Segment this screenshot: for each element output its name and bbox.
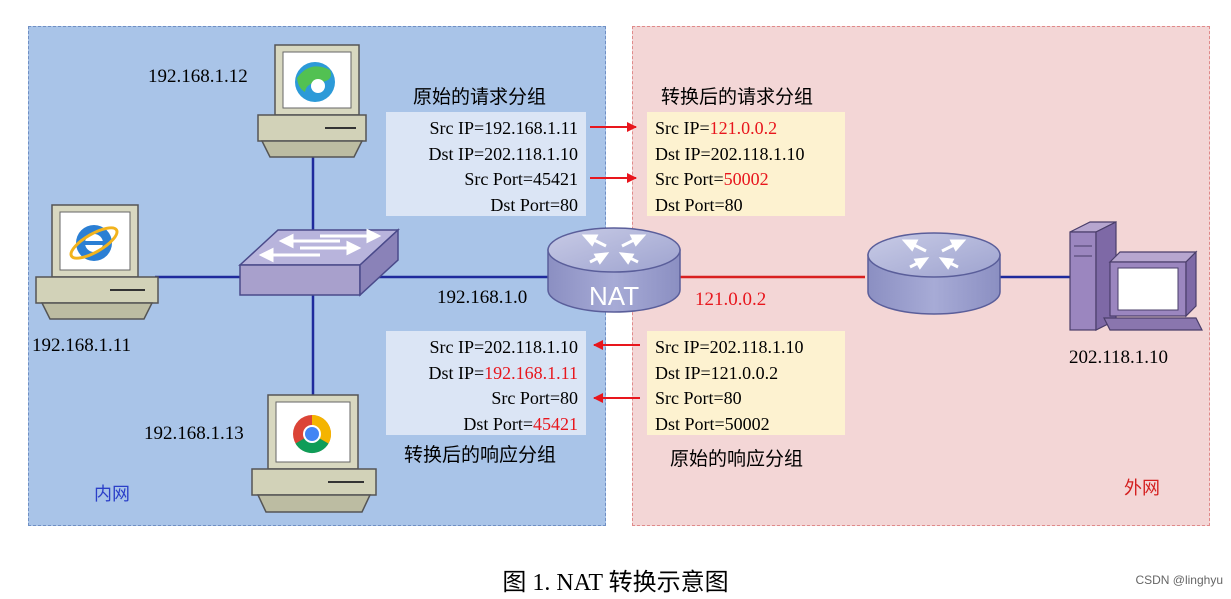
packet-field-value: 80 [560, 388, 578, 408]
edge-browser-icon [295, 62, 335, 102]
packet-field-key: Dst IP= [428, 143, 485, 164]
packet-field: Dst IP=121.0.0.2 [655, 361, 837, 387]
packet-field: Src Port=45421 [394, 167, 578, 193]
translation-arrows [590, 122, 640, 403]
packet-field-key: Src IP= [429, 118, 485, 138]
packet-field-value: 45421 [533, 169, 578, 189]
external-zone-label: 外网 [1124, 478, 1160, 498]
packet-field: Src Port=50002 [655, 167, 837, 193]
pc-bottom [251, 394, 377, 513]
request-translated-title: 转换后的请求分组 [661, 87, 814, 108]
packet-field-value: 192.168.1.11 [484, 362, 578, 383]
router-icon-external [867, 232, 1001, 315]
pc-top [257, 44, 367, 158]
packet-field-key: Dst Port= [655, 194, 725, 215]
packet-field-value: 80 [724, 194, 743, 215]
packet-field: Src IP=192.168.1.11 [394, 116, 579, 142]
packet-field: Dst IP=192.168.1.11 [394, 361, 578, 387]
router-icon [547, 227, 681, 313]
pc-left [35, 204, 159, 320]
figure-caption: 图 1. NAT 转换示意图 [502, 570, 729, 596]
packet-field: Dst Port=45421 [394, 412, 578, 438]
response-original-title: 原始的响应分组 [670, 449, 804, 470]
packet-field-key: Src IP= [429, 337, 485, 357]
packet-field-key: Src Port= [655, 388, 724, 408]
packet-field-key: Src Port= [655, 169, 724, 189]
packet-field: Src Port=80 [394, 386, 578, 412]
packet-field: Src IP=121.0.0.2 [655, 116, 837, 142]
packet-field: Dst IP=202.118.1.10 [655, 142, 837, 168]
packet-field-key: Dst Port= [463, 413, 533, 434]
packet-field-value: 80 [560, 194, 578, 215]
server-icon [1069, 221, 1203, 331]
packet-field-key: Dst IP= [655, 143, 711, 164]
pc-bottom-ip: 192.168.1.13 [144, 423, 244, 444]
packet-field: Dst IP=202.118.1.10 [394, 142, 578, 168]
packet-field: Dst Port=50002 [655, 412, 837, 438]
packet-field: Dst Port=80 [655, 193, 837, 219]
packet-field-value: 202.118.1.10 [710, 143, 805, 164]
switch-icon [238, 228, 400, 297]
pc-top-ip: 192.168.1.12 [148, 66, 248, 87]
request-original-title: 原始的请求分组 [413, 87, 547, 108]
packet-field-key: Src IP= [655, 118, 710, 138]
packet-field-value: 192.168.1.11 [484, 118, 578, 138]
packet-field-key: Src Port= [491, 388, 560, 408]
packet-field-key: Dst IP= [655, 362, 711, 383]
packet-field-value: 50002 [723, 169, 769, 189]
packet-field: Src IP=202.118.1.10 [394, 335, 579, 361]
packet-field-key: Dst IP= [428, 362, 485, 383]
packet-field-key: Src Port= [464, 169, 533, 189]
packet-field: Src Port=80 [655, 386, 837, 412]
packet-field-key: Src IP= [655, 337, 710, 357]
nat-label: NAT [589, 281, 640, 311]
ie-browser-icon [69, 225, 119, 261]
packet-field: Src IP=202.118.1.10 [655, 335, 837, 361]
packet-field-value: 50002 [724, 413, 770, 434]
packet-field-value: 80 [723, 388, 742, 408]
packet-field-value: 121.0.0.2 [709, 118, 778, 138]
packet-field: Dst Port=80 [394, 193, 578, 219]
chrome-browser-icon [293, 414, 332, 454]
packet-field-key: Dst Port= [490, 194, 560, 215]
lan-subnet-label: 192.168.1.0 [437, 287, 528, 308]
server-ip: 202.118.1.10 [1069, 347, 1169, 368]
packet-field-value: 202.118.1.10 [484, 143, 578, 164]
nat-public-ip: 121.0.0.2 [695, 289, 767, 310]
lan-links [155, 150, 1070, 395]
pc-left-ip: 192.168.1.11 [32, 335, 132, 356]
packet-field-value: 202.118.1.10 [709, 337, 804, 357]
packet-field-key: Dst Port= [655, 413, 725, 434]
response-translated-title: 转换后的响应分组 [404, 445, 557, 466]
packet-field-value: 45421 [533, 413, 578, 434]
internal-zone-label: 内网 [94, 484, 130, 504]
packet-field-value: 202.118.1.10 [484, 337, 578, 357]
watermark: CSDN @linghyu [1135, 573, 1223, 587]
packet-field-value: 121.0.0.2 [710, 362, 779, 383]
